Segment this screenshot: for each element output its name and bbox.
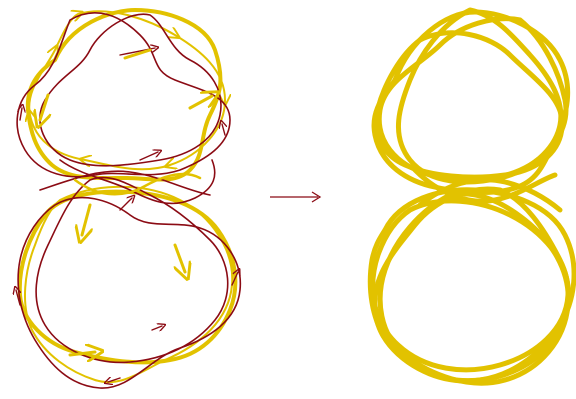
right-knot-result [370, 10, 574, 383]
left-top-loop [17, 10, 230, 180]
transformation-arrow [270, 192, 320, 202]
right-top-loop [374, 10, 568, 192]
right-bottom-loop [370, 189, 574, 383]
left-knot-diagram [16, 10, 240, 388]
left-bottom-loop [18, 178, 240, 389]
